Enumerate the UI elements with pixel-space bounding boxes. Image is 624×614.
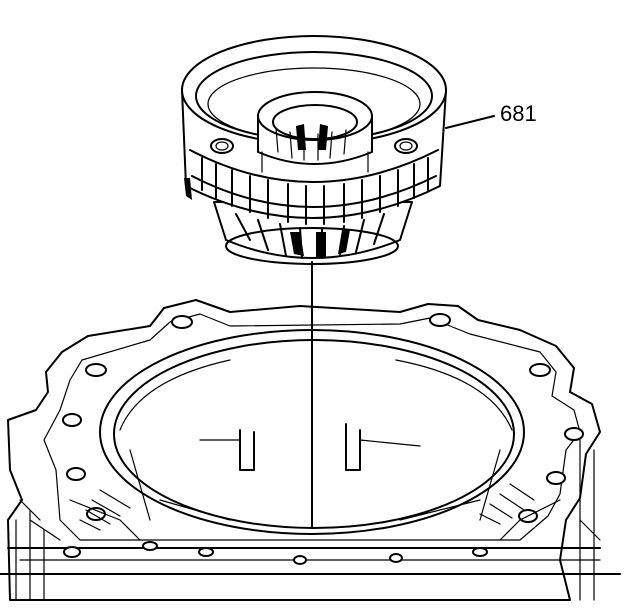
case-shading	[15, 439, 595, 601]
center-hub	[257, 91, 373, 173]
drum-splines	[184, 149, 439, 225]
lower-gear-teeth	[235, 213, 385, 259]
part-callout-label: 681	[500, 101, 537, 126]
drum-hole-right	[394, 138, 418, 154]
bolt-holes	[62, 313, 584, 565]
transmission-case	[0, 299, 621, 601]
gear-drum-assembly	[181, 35, 447, 265]
case-internal-ribs	[19, 423, 601, 541]
drum-hole-left	[210, 138, 234, 154]
callout-leader-line	[445, 115, 495, 129]
